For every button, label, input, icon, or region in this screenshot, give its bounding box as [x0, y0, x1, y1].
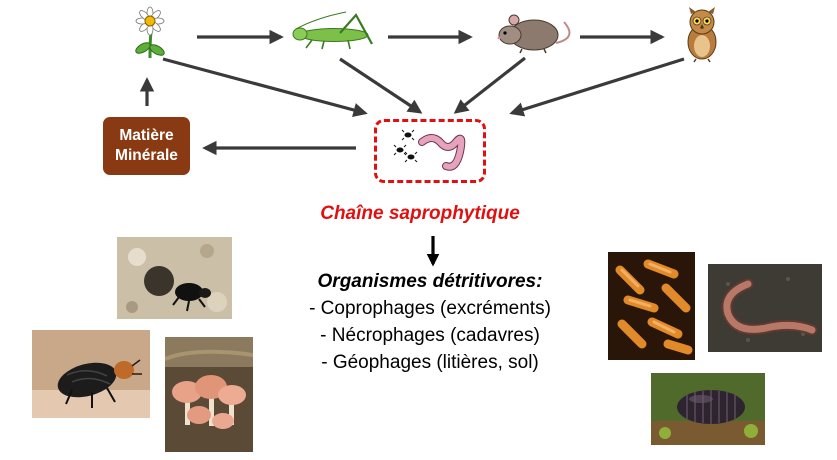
chain-label: Chaîne saprophytique	[320, 203, 520, 224]
detritivore-item: - Nécrophages (cadavres)	[320, 325, 540, 346]
earthworm-photo	[708, 264, 822, 352]
dung-beetle-photo	[117, 237, 232, 319]
decomposer-box	[374, 119, 486, 183]
grasshopper-icon	[292, 11, 373, 50]
detritivores-heading: Organismes détritivores:	[317, 271, 543, 292]
detritivore-item: - Coprophages (excréments)	[309, 298, 551, 319]
mineral-matter-box: Matière Minérale	[103, 117, 190, 175]
mineral-line2: Minérale	[115, 147, 178, 164]
flower-icon	[135, 6, 165, 59]
carrion-beetle-photo	[32, 330, 150, 418]
mushrooms-photo	[165, 337, 253, 452]
mineral-line1: Matière	[119, 127, 174, 144]
small-bugs-icon	[393, 129, 418, 163]
food-chain-arrows	[139, 29, 685, 156]
earthworm-icon	[418, 134, 466, 171]
bacteria-photo	[608, 252, 695, 360]
woodlouse-photo	[651, 373, 765, 445]
detritivores-text: Organismes détritivores: - Coprophages (…	[260, 268, 600, 376]
rat-icon	[497, 14, 571, 54]
owl-icon	[687, 7, 717, 63]
detritivore-item: - Géophages (litières, sol)	[321, 352, 539, 373]
